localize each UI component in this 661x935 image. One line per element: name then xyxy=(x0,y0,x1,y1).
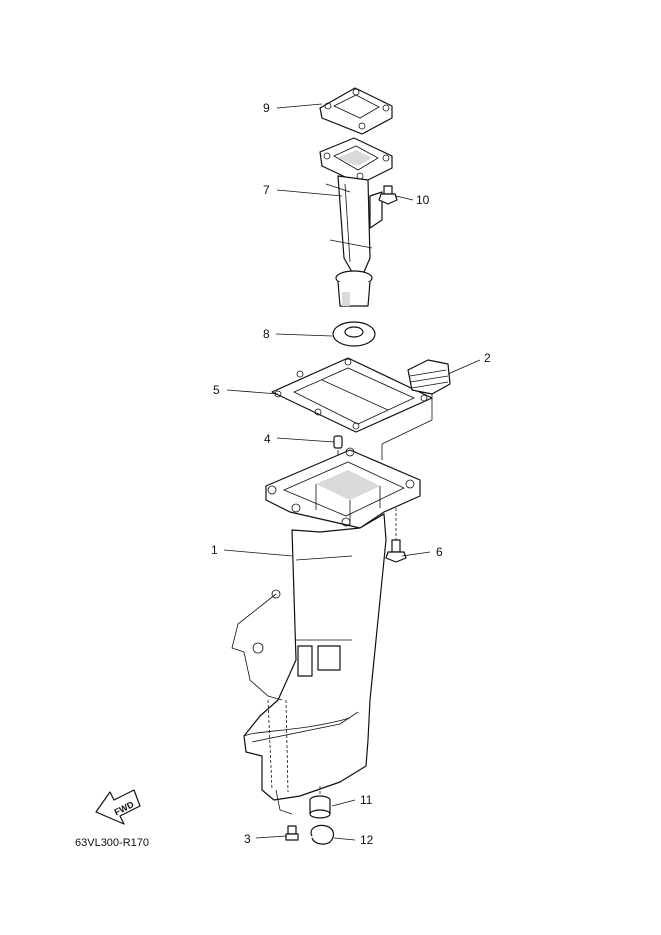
part-1-upper-casing xyxy=(243,447,421,801)
callout-10: 10 xyxy=(416,193,430,207)
part-5-gasket xyxy=(271,357,433,433)
leader-lines xyxy=(223,103,481,841)
callout-labels: 9 7 10 8 2 5 4 1 6 11 3 12 xyxy=(211,101,491,847)
callout-9: 9 xyxy=(263,101,270,115)
part-7-exhaust-guide xyxy=(319,137,393,307)
fwd-arrow-icon: FWD xyxy=(95,789,141,825)
part-2-grommet xyxy=(381,359,451,460)
part-11-bushing xyxy=(309,786,331,819)
callout-12: 12 xyxy=(360,833,374,847)
callout-6: 6 xyxy=(436,545,443,559)
callout-1: 1 xyxy=(211,543,218,557)
part-6-bolt xyxy=(385,508,407,563)
callout-4: 4 xyxy=(264,432,271,446)
callout-2: 2 xyxy=(484,351,491,365)
callout-8: 8 xyxy=(263,327,270,341)
callout-7: 7 xyxy=(263,183,270,197)
part-3-screw xyxy=(285,825,299,841)
callout-5: 5 xyxy=(213,383,220,397)
callout-11: 11 xyxy=(360,793,373,807)
part-9-gasket xyxy=(319,87,393,135)
callout-3: 3 xyxy=(244,832,251,846)
part-12-circlip xyxy=(310,824,335,845)
ground-lead-wire xyxy=(231,589,293,815)
figure-code: 63VL300-R170 xyxy=(75,837,149,849)
part-10-bolt xyxy=(378,185,398,205)
part-8-seal xyxy=(332,321,376,347)
